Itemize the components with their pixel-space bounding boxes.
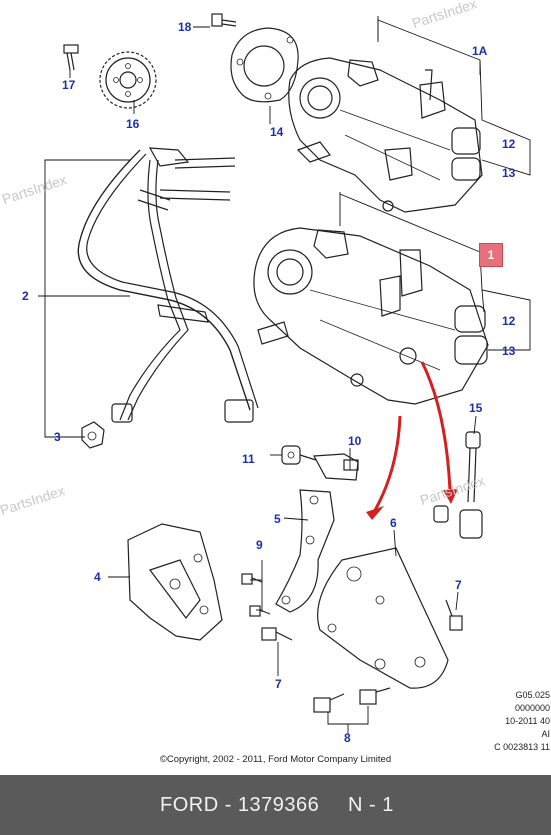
link-rod-15 bbox=[433, 431, 483, 539]
connector-11 bbox=[281, 445, 317, 465]
part-number: FORD - 1379366 bbox=[160, 794, 320, 816]
pump-assembly-1 bbox=[253, 227, 489, 405]
pump-assembly-1a bbox=[288, 57, 483, 213]
ref-line: C 0023813 11 bbox=[494, 742, 550, 752]
sprocket-16 bbox=[99, 51, 157, 109]
callout-14[interactable]: 14 bbox=[270, 125, 284, 139]
callout-12-lower[interactable]: 12 bbox=[502, 314, 516, 328]
callout-7-right[interactable]: 7 bbox=[455, 578, 462, 592]
footer-bar: FORD - 1379366 N - 1 bbox=[0, 775, 551, 835]
callout-11[interactable]: 11 bbox=[242, 452, 255, 466]
ref-line: G05.025 bbox=[515, 690, 550, 700]
callout-12-upper[interactable]: 12 bbox=[502, 137, 516, 151]
callout-5[interactable]: 5 bbox=[274, 512, 281, 526]
ref-line: 10-2011 40 bbox=[505, 716, 550, 726]
exploded-parts-diagram bbox=[38, 13, 531, 734]
callout-10[interactable]: 10 bbox=[348, 434, 362, 448]
callout-15[interactable]: 15 bbox=[469, 401, 483, 415]
ref-line: AI bbox=[541, 729, 550, 739]
bracket-4 bbox=[127, 523, 223, 641]
fuel-pipes-2 bbox=[77, 147, 259, 423]
bracket-6 bbox=[317, 547, 449, 689]
bolt-18 bbox=[211, 13, 237, 27]
bolts-8 bbox=[313, 687, 391, 713]
ref-line: 0000000 bbox=[514, 703, 550, 713]
callout-3[interactable]: 3 bbox=[54, 430, 61, 444]
callout-16[interactable]: 16 bbox=[126, 117, 140, 131]
red-pointer-arrows bbox=[366, 361, 458, 520]
bolt-17 bbox=[63, 44, 79, 71]
callout-18[interactable]: 18 bbox=[178, 20, 192, 34]
callout-13-lower[interactable]: 13 bbox=[502, 344, 516, 358]
callout-7-left[interactable]: 7 bbox=[275, 677, 282, 691]
gasket-14 bbox=[230, 27, 299, 103]
drawing-reference: G05.025 0000000 10-2011 40 AI C 0023813 … bbox=[470, 689, 550, 754]
callout-9[interactable]: 9 bbox=[256, 538, 263, 552]
sensor-10 bbox=[313, 453, 359, 481]
callout-2[interactable]: 2 bbox=[22, 289, 29, 303]
copyright-notice: ©Copyright, 2002 - 2011, Ford Motor Comp… bbox=[159, 754, 392, 765]
callout-13-upper[interactable]: 13 bbox=[502, 166, 516, 180]
page-indicator: N - 1 bbox=[348, 794, 394, 816]
nut-3 bbox=[81, 421, 105, 449]
callout-8[interactable]: 8 bbox=[344, 731, 351, 745]
callout-17[interactable]: 17 bbox=[62, 78, 76, 92]
callout-4[interactable]: 4 bbox=[94, 570, 101, 584]
callout-1-highlighted[interactable]: 1 bbox=[479, 243, 503, 267]
callout-1a[interactable]: 1A bbox=[472, 44, 488, 58]
bracket-5 bbox=[275, 489, 335, 613]
bolts-7 bbox=[261, 599, 463, 641]
callout-6[interactable]: 6 bbox=[390, 516, 397, 530]
